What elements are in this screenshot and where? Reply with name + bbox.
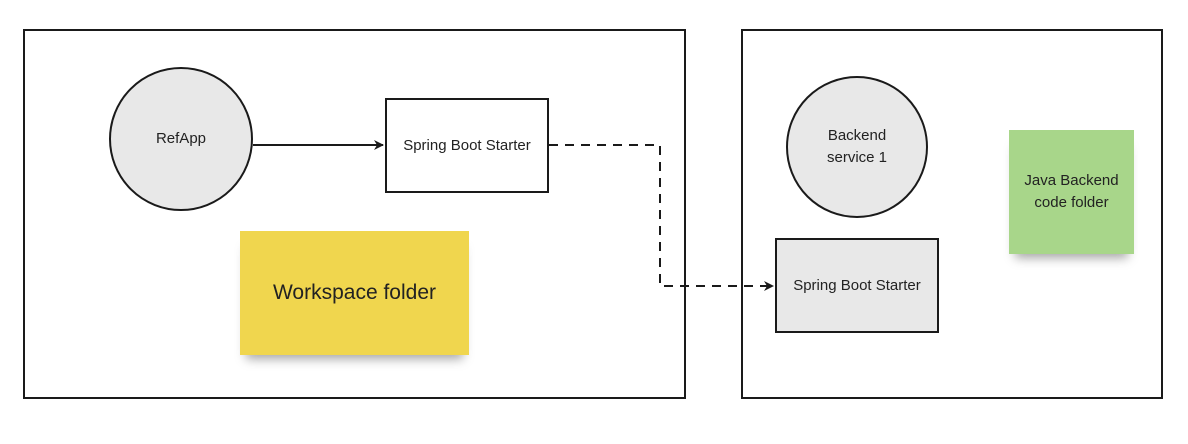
workspace-note-label: Workspace folder	[272, 281, 437, 304]
workspace-folder-note: Workspace folder	[240, 231, 469, 355]
backend-service-node: Backend service 1	[786, 76, 928, 218]
refapp-node: RefApp	[109, 67, 253, 211]
backend-service-label: Backend service 1	[826, 127, 888, 166]
java-backend-folder-note: Java Backend code folder	[1009, 130, 1134, 254]
java-note-label: Java Backend code folder	[1024, 172, 1119, 211]
spring-boot-starter-left: Spring Boot Starter	[385, 98, 549, 193]
starter-left-label: Spring Boot Starter	[403, 137, 531, 154]
spring-boot-starter-right: Spring Boot Starter	[775, 238, 939, 333]
refapp-label: RefApp	[155, 130, 207, 147]
starter-right-label: Spring Boot Starter	[793, 277, 921, 294]
